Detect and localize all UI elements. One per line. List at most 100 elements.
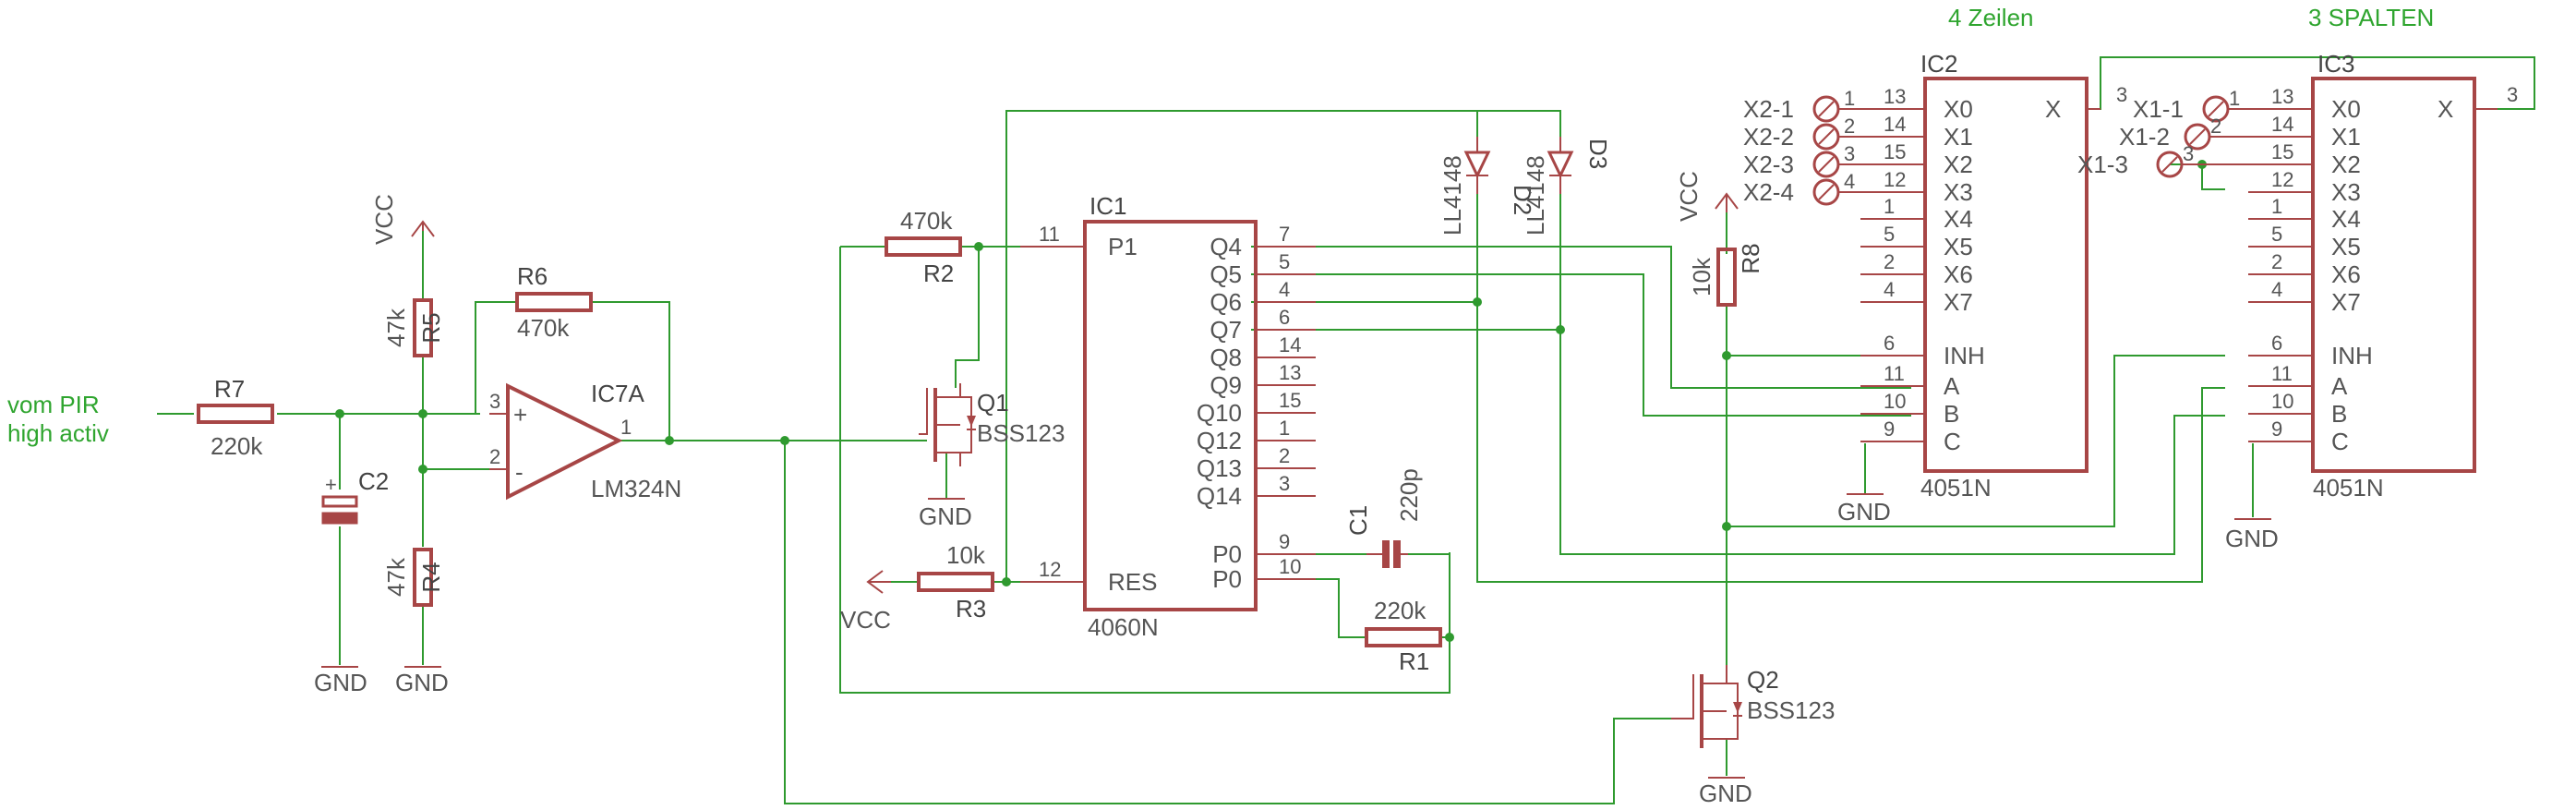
svg-text:LL4148: LL4148: [1522, 155, 1549, 236]
opamp-ic7a: + - 3 2 1 IC7A LM324N: [489, 380, 681, 502]
svg-text:2: 2: [489, 445, 500, 468]
svg-text:VCC: VCC: [1675, 171, 1703, 222]
connector-x1-label: X1-1: [2133, 95, 2184, 123]
resistor-r2: 470k R2: [885, 207, 962, 287]
ic1-pin-label: Q6: [1210, 288, 1242, 316]
ic2-pin-label: B: [1944, 400, 1959, 428]
gnd-ic3: GND: [2225, 518, 2279, 552]
ic3-pin-number: 9: [2271, 417, 2282, 441]
ic3-pin-label: X0: [2331, 95, 2361, 123]
ic3-pin-number: 11: [2271, 362, 2293, 385]
vcc-symbol-left: VCC: [370, 194, 435, 245]
capacitor-c2: + C2: [321, 467, 389, 525]
ic2-pin-number: 11: [1884, 362, 1905, 385]
svg-text:C1: C1: [1344, 505, 1372, 536]
ic3-pin-number: 4: [2271, 278, 2282, 301]
gnd-q2: GND: [1699, 777, 1752, 807]
ic1-pin-number: 14: [1279, 333, 1301, 357]
resistor-r6: R6 470k: [515, 262, 593, 342]
wires: [157, 56, 2535, 804]
ic1-pin-label: Q5: [1210, 260, 1242, 288]
ic1-pin-number: 1: [1279, 417, 1290, 440]
svg-text:+: +: [325, 473, 337, 496]
rows-title: 4 Zeilen: [1948, 4, 2034, 31]
svg-text:R1: R1: [1399, 647, 1429, 675]
ic3-pin-label: C: [2331, 428, 2349, 455]
connector-x2-pin: 4: [1844, 170, 1855, 193]
ic2-pin-number: 5: [1884, 223, 1895, 246]
svg-text:GND: GND: [2225, 525, 2279, 552]
ic1-pin-number: 15: [1279, 389, 1301, 412]
ic1-pin-number: 6: [1279, 306, 1290, 329]
ic3-pin-label: B: [2331, 400, 2347, 428]
ic1-pin-label: Q4: [1210, 233, 1242, 260]
ic1-pin-label: Q12: [1197, 427, 1242, 454]
svg-text:R5: R5: [417, 312, 445, 343]
svg-text:R6: R6: [517, 262, 548, 290]
ic3-pin-number: 6: [2271, 332, 2282, 355]
ic1-pin-label: RES: [1108, 568, 1157, 596]
svg-text:R4: R4: [417, 562, 445, 592]
vcc-symbol-r3: VCC: [840, 570, 891, 634]
ic3-pin-label: X1: [2331, 123, 2361, 151]
ic1-pin-number: 13: [1279, 361, 1301, 384]
svg-text:220k: 220k: [211, 432, 263, 460]
ic3-pin-label: A: [2331, 372, 2348, 400]
connector-x2-label: X2-2: [1743, 123, 1794, 151]
svg-text:LM324N: LM324N: [591, 475, 681, 502]
mosfet-q1: Q1 BSS123: [919, 383, 1065, 466]
ic3-pin-number: 15: [2271, 140, 2293, 163]
ic3-pin-label: X6: [2331, 260, 2361, 288]
svg-text:R8: R8: [1737, 243, 1764, 273]
ic1-pin-label: P0: [1212, 565, 1242, 593]
svg-text:47k: 47k: [382, 557, 410, 597]
ic1-pin-label: Q9: [1210, 371, 1242, 399]
ic2-pin-label: X7: [1944, 288, 1973, 316]
resistor-r8: 10k R8: [1688, 243, 1764, 307]
svg-text:10k: 10k: [1688, 257, 1715, 296]
ic1-pin-label: Q8: [1210, 344, 1242, 371]
ic3-pin-number: 2: [2271, 250, 2282, 273]
ic3-pin-label: X5: [2331, 233, 2361, 260]
svg-text:220p: 220p: [1395, 468, 1423, 522]
vcc-symbol-r8: VCC: [1675, 171, 1739, 222]
ic2-pin-number: 6: [1884, 332, 1895, 355]
ic2-pin-label: X0: [1944, 95, 1973, 123]
svg-text:BSS123: BSS123: [1747, 696, 1835, 724]
cols-title: 3 SPALTEN: [2308, 4, 2434, 31]
ic2-pin-label: X1: [1944, 123, 1973, 151]
connector-x2-label: X2-1: [1743, 95, 1794, 123]
ic2-4051: IC2 4051N X013X114X215X312X41X55X62X74IN…: [1860, 50, 2127, 502]
ic1-pin-label: Q14: [1197, 482, 1242, 510]
ic2-pin-number: 15: [1884, 140, 1906, 163]
svg-text:470k: 470k: [900, 207, 953, 235]
ic2-pin-number: 12: [1884, 168, 1906, 191]
svg-text:VCC: VCC: [370, 194, 398, 245]
ic1-pin-number: 2: [1279, 444, 1290, 467]
svg-text:R2: R2: [923, 260, 954, 287]
svg-text:GND: GND: [395, 669, 449, 696]
svg-text:GND: GND: [314, 669, 367, 696]
connector-x2-label: X2-4: [1743, 178, 1794, 206]
svg-text:IC2: IC2: [1920, 50, 1957, 78]
svg-text:GND: GND: [1699, 780, 1752, 807]
ic3-pin-number: 10: [2271, 390, 2293, 413]
connector-x1-label: X1-2: [2119, 123, 2170, 151]
ic3-pin-label: X7: [2331, 288, 2361, 316]
input-label-line2: high activ: [7, 419, 109, 447]
svg-text:3: 3: [489, 390, 500, 413]
ic2-pin-label: C: [1944, 428, 1961, 455]
connector-x1-pin: 1: [2229, 87, 2240, 110]
ic1-pin-label: P1: [1108, 233, 1138, 260]
resistor-r3: 10k R3: [917, 541, 994, 623]
svg-text:GND: GND: [1837, 498, 1891, 526]
ic1-pin-label: Q10: [1197, 399, 1242, 427]
connector-x1-pin: 2: [2210, 115, 2221, 138]
svg-text:X: X: [2045, 95, 2061, 123]
connector-x2-pin: 2: [1844, 115, 1855, 138]
